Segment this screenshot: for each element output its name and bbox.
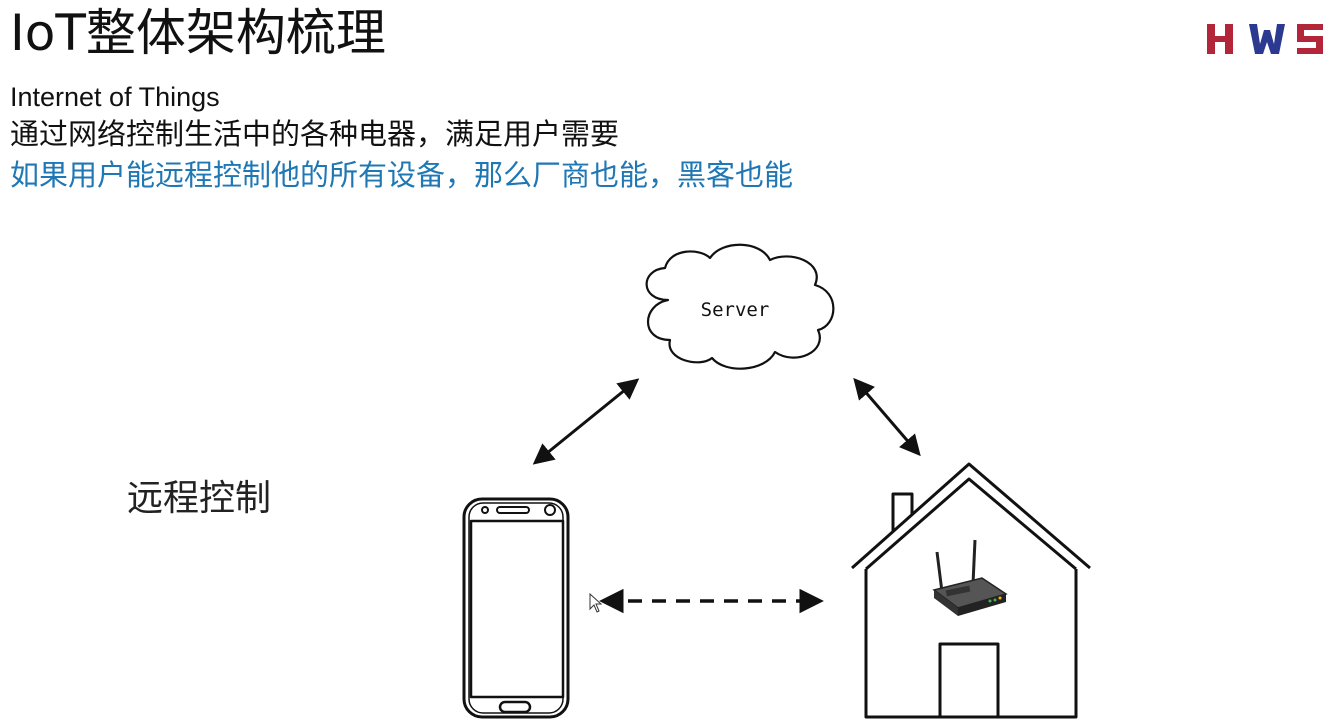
cursor-icon	[589, 592, 603, 613]
phone-icon	[462, 497, 570, 719]
hws-logo	[1207, 24, 1323, 54]
router-icon	[932, 539, 1008, 616]
remote-control-label: 远程控制	[127, 478, 272, 519]
connection-arrows	[532, 377, 921, 614]
description-line: 通过网络控制生活中的各种电器，满足用户需要	[10, 119, 620, 151]
subtitle-line: Internet of Things	[10, 82, 220, 112]
server-label: Server	[701, 299, 770, 321]
cloud-icon: Server	[645, 243, 835, 370]
slide-title: IoT整体架构梳理	[10, 4, 386, 62]
cloud-house-arrow	[853, 377, 921, 457]
highlight-line: 如果用户能远程控制他的所有设备，那么厂商也能，黑客也能	[10, 160, 794, 192]
cloud-phone-arrow	[532, 378, 640, 465]
house-icon	[851, 462, 1091, 719]
